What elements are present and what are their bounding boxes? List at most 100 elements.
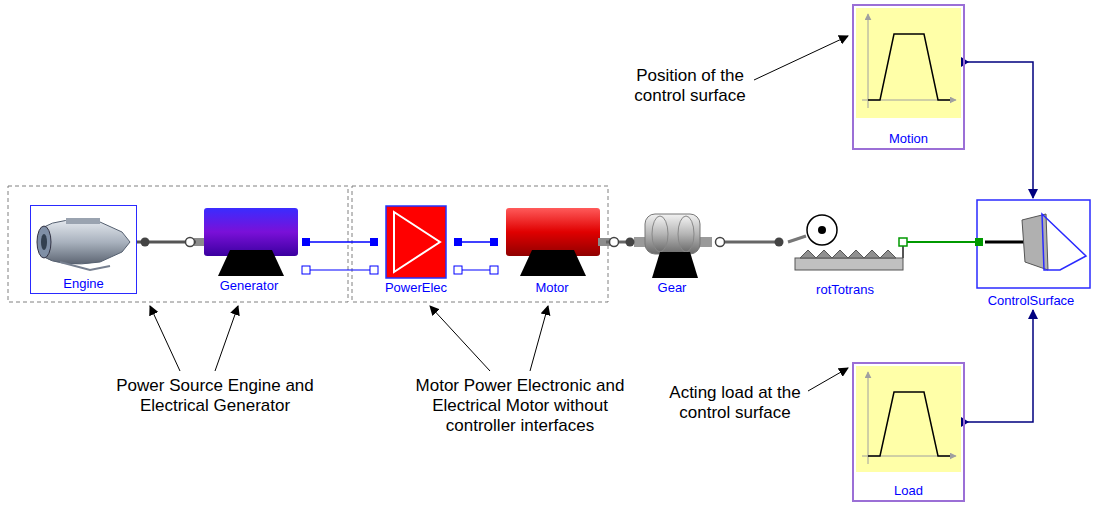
engine-icon [37, 226, 51, 258]
component-name: PowerElec [383, 280, 449, 297]
rot-to-trans-icon [818, 226, 826, 234]
motion-profile-icon [856, 8, 961, 118]
component-block: Engine [30, 205, 137, 294]
gear-icon [634, 214, 712, 278]
electric-pin [302, 238, 498, 274]
signal-output [961, 57, 969, 67]
signal-output [961, 417, 969, 427]
callout-note: Acting load at the control surface [655, 383, 815, 423]
engine-icon [37, 218, 130, 270]
rot-to-trans-icon [800, 250, 896, 258]
connector [907, 241, 955, 243]
connector [965, 62, 1033, 198]
component-block: Generator [196, 205, 302, 295]
engine-icon [60, 262, 110, 270]
generator-icon [204, 208, 298, 256]
component-block: Load [852, 362, 965, 502]
leader-line [150, 306, 180, 371]
leader-line [430, 306, 490, 371]
leader-line [530, 306, 548, 371]
component-name: rotTotrans [814, 282, 876, 299]
load-profile-icon [856, 366, 961, 472]
rot-to-trans-icon [788, 236, 806, 242]
engine-icon [66, 218, 100, 224]
motion-profile-icon [868, 14, 869, 108]
rot-to-trans-icon [902, 246, 904, 258]
component-block: Gear [626, 205, 718, 297]
translational-port [975, 238, 983, 246]
group-bracket [352, 186, 608, 302]
power-electronics-icon [386, 206, 446, 278]
load-profile-icon [856, 366, 961, 472]
load-profile-icon [868, 372, 869, 464]
flange-port [716, 238, 725, 247]
motor-icon [506, 208, 600, 256]
component-name: Load [892, 483, 925, 500]
connector [302, 269, 378, 270]
flange-port [610, 238, 619, 247]
engine-icon [42, 220, 130, 264]
flange-port [626, 238, 635, 247]
electric-pin [302, 266, 310, 274]
component-name: Generator [218, 278, 281, 295]
callout-note: Motor Power Electronic and Electrical Mo… [400, 376, 640, 436]
power-electronics-icon [386, 206, 446, 278]
callout-note: Position of the control surface [622, 66, 758, 106]
component-block: PowerElec [378, 205, 454, 297]
electric-pin [454, 238, 462, 246]
generator-icon [218, 250, 284, 276]
component-block: Motor [498, 205, 606, 297]
group-bracket [8, 186, 608, 302]
leader-line [808, 368, 848, 391]
connector [718, 241, 783, 244]
group-bracket [8, 186, 348, 302]
control-surface-icon [977, 200, 1090, 288]
component-name: Motor [533, 280, 570, 297]
connector [965, 310, 1033, 422]
motion-profile-icon [856, 8, 961, 118]
connector [302, 241, 378, 243]
engine-icon [41, 234, 47, 250]
leader-line [754, 36, 848, 80]
flange-port [141, 238, 784, 247]
flange-port [141, 238, 150, 247]
connector-group [137, 62, 1033, 422]
electric-pin [370, 266, 378, 274]
electric-pin [454, 266, 462, 274]
motion-profile-icon [868, 34, 950, 100]
electric-pin [490, 266, 498, 274]
leader-line [215, 306, 238, 371]
component-block: Motion [852, 4, 965, 150]
electric-pin [302, 238, 310, 246]
flange-port [775, 238, 784, 247]
leader-line [150, 36, 848, 391]
translational-port [899, 238, 907, 246]
load-profile-icon [868, 392, 950, 456]
rot-to-trans-icon [788, 215, 903, 270]
electric-pin [370, 238, 378, 246]
control-surface-icon [955, 200, 1090, 288]
motor-icon [506, 208, 610, 276]
component-name: ControlSurface [986, 293, 1077, 310]
gear-icon [652, 216, 668, 252]
electric-pin [490, 238, 498, 246]
component-name: Engine [61, 276, 105, 293]
callout-note: Power Source Engine and Electrical Gener… [90, 376, 340, 416]
rot-to-trans-icon [795, 258, 903, 270]
gear-icon [678, 216, 694, 252]
motor-icon [520, 250, 586, 276]
control-surface-icon [1042, 214, 1086, 270]
gear-icon [645, 214, 700, 254]
flange-port [186, 238, 195, 247]
signal-output [961, 57, 969, 427]
component-name: Gear [656, 280, 689, 297]
component-name: Motion [887, 131, 930, 148]
generator-icon [194, 208, 298, 276]
component-block: ControlSurface [955, 198, 1107, 310]
translational-port [899, 238, 983, 246]
rot-to-trans-icon [807, 215, 837, 245]
component-block: rotTotrans [783, 205, 907, 299]
power-electronics-icon [394, 212, 440, 272]
gear-icon [652, 252, 698, 278]
